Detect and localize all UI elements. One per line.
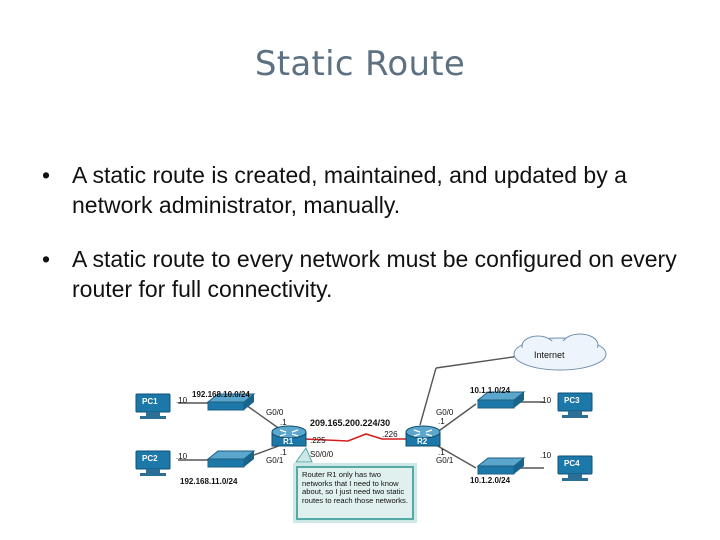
switch4-icon [476, 457, 526, 475]
bullet-list: • A static route is created, maintained,… [42, 160, 682, 328]
bullet-text: A static route to every network must be … [72, 246, 677, 302]
pc2-host-id: .10 [176, 452, 188, 461]
bullet-item: • A static route to every network must b… [42, 244, 682, 304]
network-10-1-2: 10.1.2.0/24 [470, 476, 511, 485]
link-r2-internet [419, 367, 437, 426]
pc4-icon [557, 455, 593, 481]
switch1-icon [206, 393, 256, 411]
r1-serial-ip: .225 [310, 436, 326, 445]
r2-g01-label: G0/1 [436, 456, 454, 465]
switch3-icon [476, 391, 526, 409]
serial-wan-link [303, 433, 416, 442]
callout-note: Router R1 only has two networks that I n… [296, 466, 414, 520]
r1-g01-ip: .1 [280, 448, 287, 457]
link-r2-switch3 [435, 403, 477, 434]
r1-g01-label: G0/1 [266, 456, 284, 465]
bullet-dot: • [42, 246, 51, 272]
r2-g00-ip: .1 [438, 417, 445, 426]
r2-g01-ip: .1 [438, 448, 445, 457]
network-10-1-1: 10.1.1.0/24 [470, 386, 511, 395]
pc4-host-id: .10 [540, 451, 552, 460]
slide-title: Static Route [254, 44, 466, 84]
r1-g00-ip: .1 [280, 418, 287, 427]
r2-g00-label: G0/0 [436, 408, 454, 417]
router-r1-icon [271, 425, 307, 447]
cloud-label: Internet [534, 350, 565, 360]
pc1-label: PC1 [142, 397, 158, 406]
r1-g00-label: G0/0 [266, 408, 284, 417]
pc3-host-id: .10 [540, 396, 552, 405]
bullet-dot: • [42, 162, 51, 188]
pc2-icon [135, 450, 171, 476]
pc2-label: PC2 [142, 454, 158, 463]
network-wan: 209.165.200.224/30 [310, 418, 391, 428]
link-r2-switch4 [435, 444, 477, 469]
internet-cloud-icon [513, 333, 607, 371]
topology-drawing [135, 333, 607, 481]
network-192-168-11: 192.168.11.0/24 [180, 477, 238, 486]
r1-serial-label: S0/0/0 [310, 450, 334, 459]
bullet-item: • A static route is created, maintained,… [42, 160, 682, 220]
router-r1-label: R1 [283, 437, 294, 446]
pc4-label: PC4 [564, 459, 580, 468]
switch2-icon [206, 450, 256, 468]
network-diagram: Internet PC1 PC2 PC3 PC4 .10 .10 .10 .10… [120, 328, 620, 533]
router-r2-label: R2 [417, 437, 428, 446]
callout-pointer [295, 446, 313, 463]
pc1-icon [135, 393, 171, 419]
pc3-label: PC3 [564, 396, 580, 405]
network-192-168-10: 192.168.10.0/24 [192, 390, 250, 399]
pc3-icon [557, 392, 593, 418]
link-internet-cloud [435, 355, 521, 369]
pc1-host-id: .10 [176, 396, 188, 405]
router-r2-icon [405, 425, 441, 447]
r2-serial-ip: .226 [382, 430, 398, 439]
bullet-text: A static route is created, maintained, a… [72, 162, 627, 218]
